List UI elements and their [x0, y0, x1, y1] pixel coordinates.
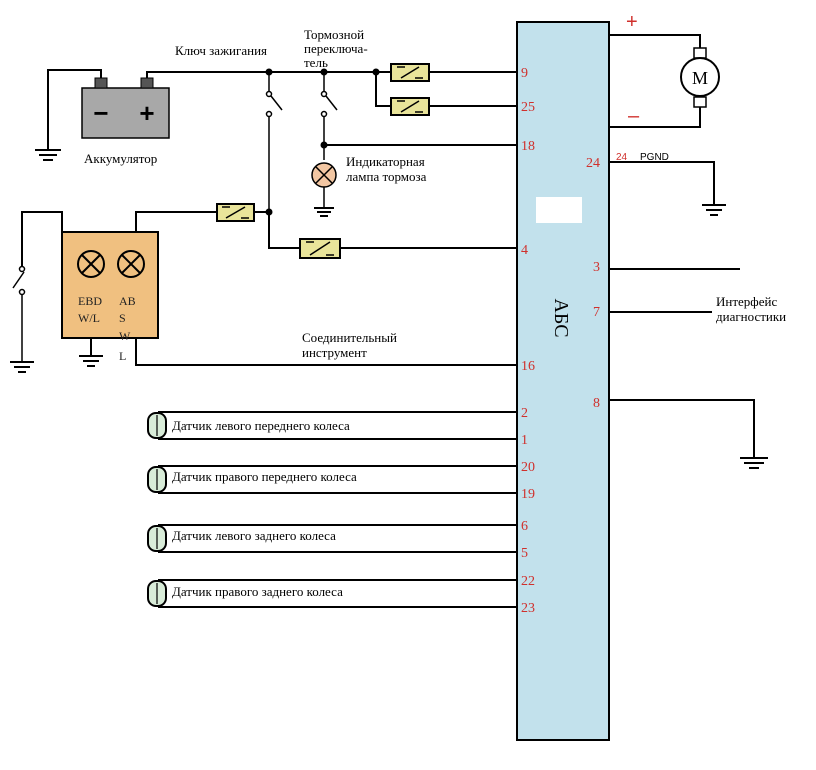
- sensor-label: Датчик правого заднего колеса: [172, 584, 343, 599]
- ignition-key-label: Ключ зажигания: [175, 43, 267, 58]
- abs-ecu-box: [516, 21, 610, 741]
- sensor-front-right: Датчик правого переднего колеса: [147, 465, 517, 494]
- pin-5: 5: [521, 546, 528, 561]
- ebd-lamp-label-1: EBD: [78, 294, 102, 308]
- pin-6: 6: [521, 519, 528, 534]
- fuse-icon-pin25: [390, 97, 430, 116]
- fuse-icon-pin9: [390, 63, 430, 82]
- wire-to-pin-16: [135, 338, 517, 366]
- ground-icon-battery: [35, 149, 61, 161]
- motor-plus-sign: +: [626, 11, 638, 33]
- abs-lamp-label-2: S: [119, 311, 126, 325]
- pin-18: 18: [521, 139, 535, 154]
- main-power-wire: [146, 71, 517, 78]
- sensor-rear-left: Датчик левого заднего колеса: [147, 524, 517, 553]
- abs-lamp-label-3: W: [119, 329, 131, 343]
- battery-label: Аккумулятор: [84, 151, 157, 166]
- brake-switch-label-3: тель: [304, 55, 328, 70]
- pin-2: 2: [521, 406, 528, 421]
- battery: − +: [81, 77, 170, 139]
- combination-instrument-label-1: Соединительный: [302, 330, 397, 345]
- motor-icon: M: [680, 47, 720, 108]
- sensor-label: Датчик правого переднего колеса: [172, 469, 357, 484]
- sensor-label: Датчик левого переднего колеса: [172, 418, 350, 433]
- brake-lamp-label-2: лампа тормоза: [346, 169, 427, 184]
- wire-pin-8: [609, 399, 755, 458]
- instrument-cluster: [61, 231, 159, 339]
- sensor-front-left: Датчик левого переднего колеса: [147, 411, 517, 440]
- brake-switch-label-1: Тормозной: [304, 27, 364, 42]
- external-switch: [12, 265, 26, 362]
- pin-3: 3: [593, 260, 600, 275]
- sensor-label: Датчик левого заднего колеса: [172, 528, 336, 543]
- wire-to-pin-25: [375, 72, 517, 107]
- brake-lamp-icon: [311, 162, 337, 188]
- pgnd-wire: [609, 161, 715, 205]
- brake-lamp-label-1: Индикаторная: [346, 154, 425, 169]
- brake-switch-label-2: переключа-: [304, 41, 368, 56]
- battery-ground-wire: [47, 69, 102, 150]
- ebd-warning-lamp-icon: [77, 250, 105, 278]
- diagnostic-interface-label-2: диагностики: [716, 309, 786, 324]
- pin-7: 7: [593, 305, 600, 320]
- ecu-blank-patch: [536, 197, 582, 223]
- pin-20: 20: [521, 460, 535, 475]
- ground-icon-switch: [10, 361, 34, 373]
- pin-16: 16: [521, 359, 535, 374]
- pin-4: 4: [521, 243, 528, 258]
- pin-8: 8: [593, 396, 600, 411]
- motor-symbol: M: [692, 68, 708, 88]
- ground-icon-cluster: [79, 355, 103, 367]
- ground-icon-lamp: [314, 207, 334, 217]
- battery-plus: +: [139, 98, 154, 128]
- fuse-icon-pin4: [299, 238, 341, 259]
- external-switch-wire: [21, 211, 63, 266]
- ground-icon-pgnd: [702, 204, 726, 216]
- diagnostic-interface-label-1: Интерфейс: [716, 294, 777, 309]
- pin-1: 1: [521, 433, 528, 448]
- ebd-lamp-label-2: W/L: [78, 311, 100, 325]
- pin-23: 23: [521, 601, 535, 616]
- abs-lamp-label-1: AB: [119, 294, 136, 308]
- pin-24-small: 24: [616, 152, 628, 163]
- sensor-rear-right: Датчик правого заднего колеса: [147, 579, 517, 608]
- pgnd-label: PGND: [640, 152, 669, 163]
- ecu-label: АБС: [550, 298, 572, 337]
- motor-minus-wire: [609, 107, 701, 128]
- combination-instrument-label-2: инструмент: [302, 345, 367, 360]
- pin-22: 22: [521, 574, 535, 589]
- ground-icon-pin8: [740, 457, 768, 469]
- pin-24: 24: [586, 156, 600, 171]
- battery-minus: −: [93, 98, 108, 128]
- motor-plus-wire: [609, 34, 701, 48]
- pin-9: 9: [521, 66, 528, 81]
- brake-switch: [320, 72, 338, 160]
- motor-minus-sign: –: [628, 105, 640, 127]
- abs-lamp-label-4: L: [119, 349, 126, 363]
- wire-to-pin-4: [268, 212, 517, 249]
- fuse-icon-cluster: [216, 203, 255, 222]
- pin-25: 25: [521, 100, 535, 115]
- abs-warning-lamp-icon: [117, 250, 145, 278]
- pin-19: 19: [521, 487, 535, 502]
